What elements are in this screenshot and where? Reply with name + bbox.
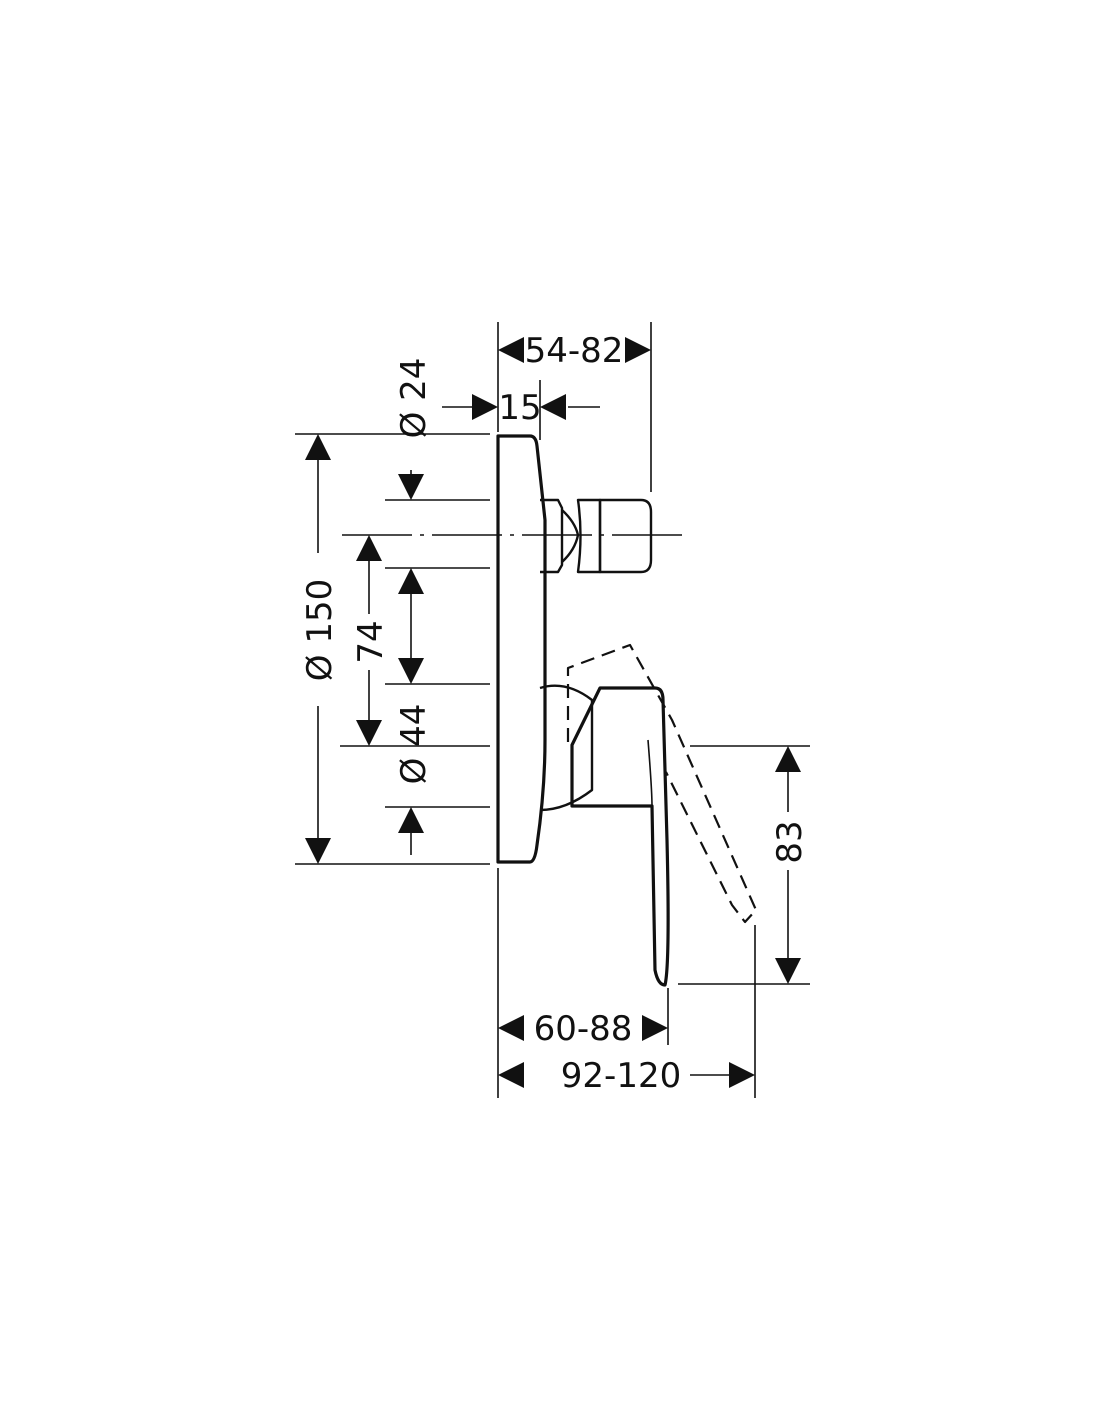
fitting-outline [496,434,758,987]
extension-lines [295,322,810,1098]
dim-54-82: 54-82 [525,331,624,371]
arrowheads [305,337,801,1088]
dim-15: 15 [498,388,541,428]
dim-diameter-44: Ø 44 [394,704,434,785]
dim-60-88: 60-88 [534,1009,633,1049]
dim-92-120: 92-120 [561,1056,681,1096]
dimension-lines [317,460,789,1076]
diverter-stem [540,498,564,574]
wall-plate [496,434,547,864]
lever-handle [570,686,670,987]
dim-diameter-150: Ø 150 [300,579,340,681]
dim-83: 83 [770,820,810,863]
diverter-knob [561,509,580,563]
dim-diameter-24: Ø 24 [394,358,434,439]
lever-handle-dashed [566,643,758,924]
handle-base [539,684,594,812]
dim-74: 74 [351,620,391,663]
